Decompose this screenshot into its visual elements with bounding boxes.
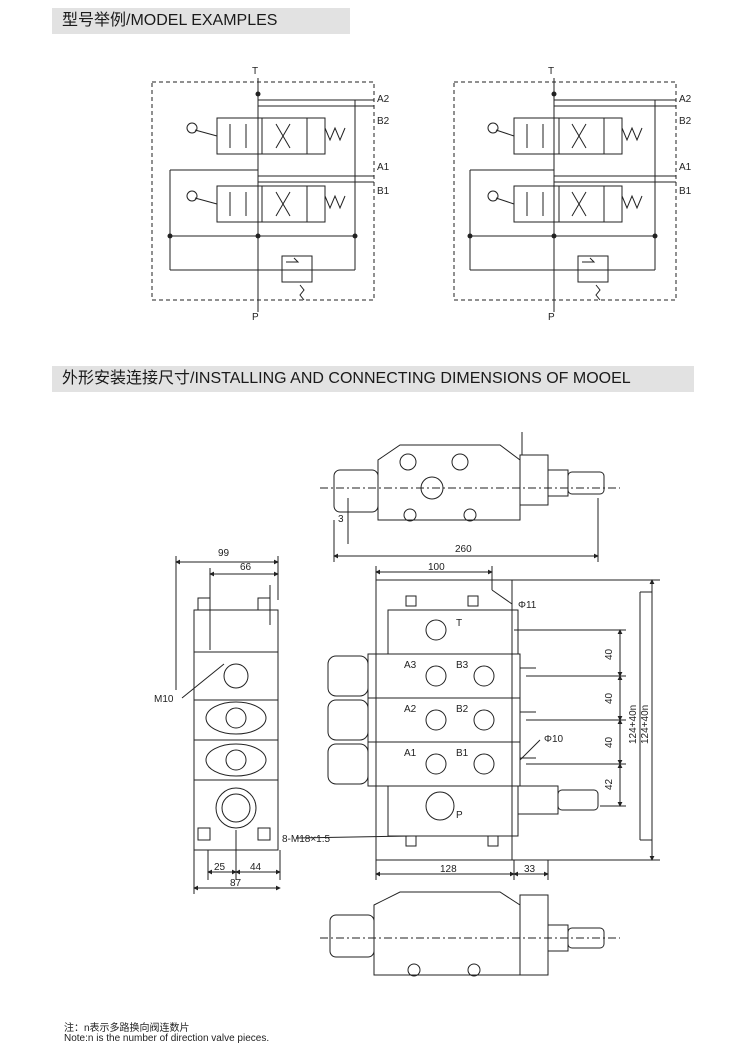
dim-124-inner: 124+40n [628,705,639,744]
front-port-a1: A1 [404,748,417,759]
thread-m18: 8-M18×1.5 [282,834,331,845]
schematic-right-port-a2: A2 [679,94,692,105]
installing-dimensions-title: 外形安装连接尺寸/INSTALLING AND CONNECTING DIMEN… [52,366,694,392]
dim-100: 100 [428,562,445,573]
valve-side-view [175,556,281,894]
dim-40-lower: 40 [604,736,615,748]
note-english: Note:n is the number of direction valve … [64,1033,270,1044]
dim-99: 99 [218,548,230,559]
schematic-right-port-p: P [548,312,555,323]
thread-m10: M10 [154,694,174,705]
front-port-b1: B1 [456,748,469,759]
front-port-t: T [456,618,462,629]
dim-phi11: Φ11 [518,600,537,611]
dim-40-upper: 40 [604,648,615,660]
front-port-b3: B3 [456,660,469,671]
schematic-left-port-a2: A2 [377,94,390,105]
front-port-b2: B2 [456,704,469,715]
schematic-left-port-b1: B1 [377,186,390,197]
dim-44: 44 [250,862,262,873]
schematic-left-port-b2: B2 [377,116,390,127]
front-port-a2: A2 [404,704,417,715]
dim-42: 42 [604,778,615,790]
dim-128: 128 [440,864,457,875]
schematic-left-port-t: T [252,66,258,77]
dim-3: 3 [338,514,344,525]
dim-40-middle: 40 [604,692,615,704]
dim-124-outer: 124+40n [640,705,651,744]
valve-front-view [295,566,660,880]
front-port-a3: A3 [404,660,417,671]
schematic-left-port-a1: A1 [377,162,390,173]
valve-top-view [320,432,620,562]
dim-phi10: Φ10 [544,734,564,745]
schematic-right [453,78,677,312]
note-chinese: 注：n表示多路换向阀连数片 [64,1023,190,1034]
dim-25: 25 [214,862,226,873]
schematic-right-port-b2: B2 [679,116,692,127]
front-port-p: P [456,810,463,821]
dim-66: 66 [240,562,252,573]
schematic-right-port-b1: B1 [679,186,692,197]
schematic-right-port-t: T [548,66,554,77]
dim-33: 33 [524,864,536,875]
model-examples-title: 型号举例/MODEL EXAMPLES [52,8,350,34]
dim-87: 87 [230,878,242,889]
valve-bottom-view [320,891,620,977]
dim-260: 260 [455,544,472,555]
schematic-left [151,78,375,312]
schematic-right-port-a1: A1 [679,162,692,173]
schematic-left-port-p: P [252,312,259,323]
